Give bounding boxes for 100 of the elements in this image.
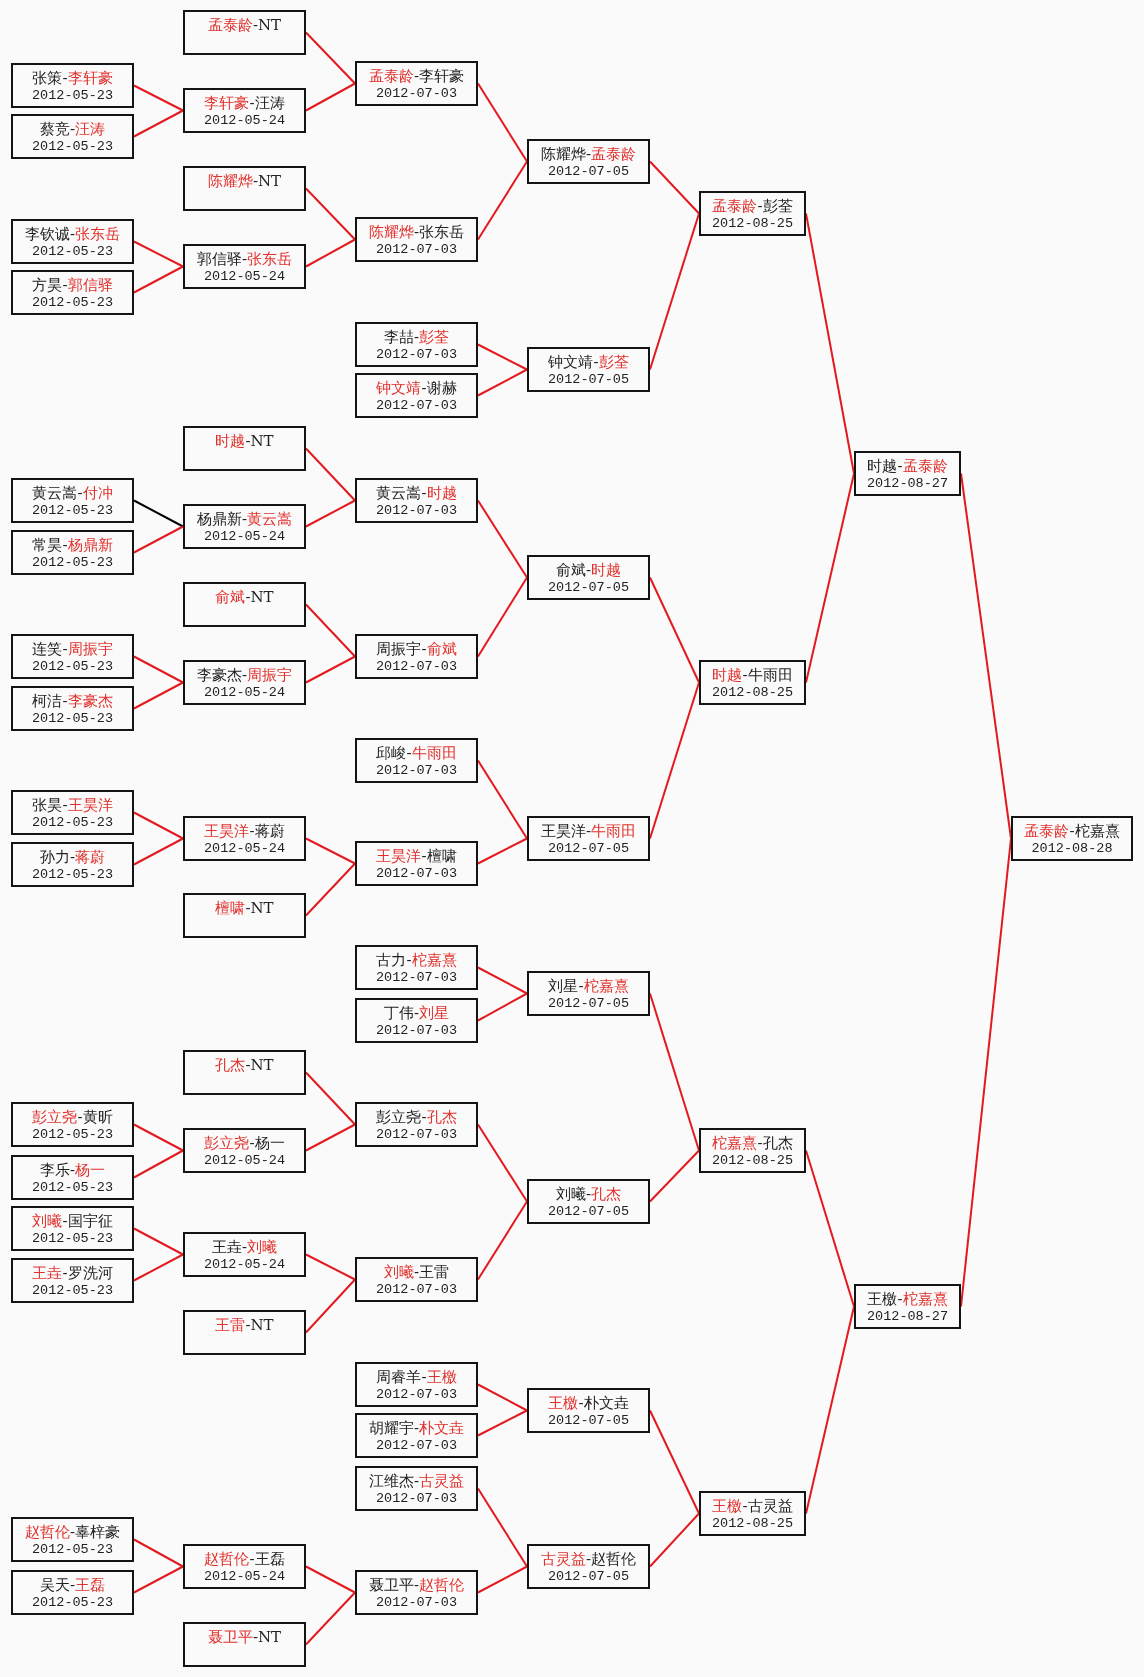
match-box xyxy=(527,347,650,392)
bracket-line xyxy=(133,240,184,268)
match-box xyxy=(11,790,134,835)
bracket-line xyxy=(477,368,528,397)
match-date: 2012-05-23 xyxy=(32,294,113,311)
match-box xyxy=(183,1310,306,1355)
match-date: 2012-05-23 xyxy=(32,866,113,883)
match-date: 2012-07-03 xyxy=(376,397,457,414)
bracket-line xyxy=(477,576,528,658)
bracket-line xyxy=(477,1123,528,1203)
bracket-line xyxy=(477,1383,528,1412)
match-box xyxy=(527,1179,650,1224)
player-names: 王雷-NT xyxy=(215,1316,274,1334)
match-box xyxy=(355,1466,478,1511)
match-date: 2012-07-03 xyxy=(376,1594,457,1611)
bracket-line xyxy=(133,681,184,710)
match-date: 2012-07-03 xyxy=(376,658,457,675)
match-box xyxy=(854,451,961,496)
match-date: 2012-07-05 xyxy=(548,1568,629,1585)
match-box xyxy=(11,686,134,731)
match-date: 2012-05-23 xyxy=(32,814,113,831)
match-box xyxy=(355,841,478,886)
match-date: 2012-05-23 xyxy=(32,1594,113,1611)
match-date: 2012-05-24 xyxy=(204,684,285,701)
bracket-line xyxy=(133,1227,184,1256)
bracket-line xyxy=(477,160,528,241)
match-date: 2012-05-24 xyxy=(204,528,285,545)
match-date: 2012-07-03 xyxy=(376,346,457,363)
player-names: 孟泰龄-彭荃 xyxy=(712,197,793,215)
bracket-line xyxy=(649,1409,700,1515)
match-box xyxy=(183,1544,306,1589)
player-names: 彭立尧-杨一 xyxy=(204,1134,285,1152)
bracket-line xyxy=(305,1253,356,1281)
player-names: 王昊洋-蒋蔚 xyxy=(204,822,285,840)
match-date: 2012-05-23 xyxy=(32,1126,113,1143)
player-names: 黄云嵩-付冲 xyxy=(32,484,113,502)
player-names: 孔杰-NT xyxy=(215,1056,274,1074)
player-names: 蔡竞-汪涛 xyxy=(39,120,106,138)
bracket-line xyxy=(477,343,528,371)
match-box xyxy=(854,1284,961,1329)
player-names: 王昊洋-檀啸 xyxy=(376,847,457,865)
bracket-line xyxy=(305,1565,356,1594)
player-names: 俞斌-时越 xyxy=(555,561,622,579)
player-names: 丁伟-刘星 xyxy=(383,1004,450,1022)
bracket-line xyxy=(649,1512,700,1568)
player-names: 聂卫平-NT xyxy=(207,1628,282,1646)
bracket-line xyxy=(305,447,356,502)
match-date: 2012-05-23 xyxy=(32,658,113,675)
bracket-line xyxy=(477,1200,528,1281)
match-box xyxy=(11,842,134,887)
bracket-line xyxy=(305,1591,356,1646)
player-names: 周睿羊-王檄 xyxy=(376,1368,457,1386)
match-date: 2012-05-23 xyxy=(32,502,113,519)
player-names: 胡耀宇-朴文垚 xyxy=(368,1419,465,1437)
bracket-line xyxy=(133,811,184,840)
match-date: 2012-07-03 xyxy=(376,762,457,779)
match-date: 2012-05-24 xyxy=(204,1568,285,1585)
match-box xyxy=(11,63,134,108)
player-names: 聂卫平-赵哲伦 xyxy=(368,1576,465,1594)
player-names: 陈耀烨-孟泰龄 xyxy=(540,145,637,163)
match-box xyxy=(183,88,306,133)
match-date: 2012-07-03 xyxy=(376,1386,457,1403)
match-date: 2012-07-05 xyxy=(548,371,629,388)
player-names: 王檄-古灵益 xyxy=(712,1497,793,1515)
bracket-line xyxy=(305,1071,356,1126)
match-date: 2012-07-03 xyxy=(376,502,457,519)
player-names: 方昊-郭信驿 xyxy=(32,276,113,294)
player-names: 刘曦-王雷 xyxy=(383,1263,450,1281)
match-box xyxy=(183,426,306,471)
bracket-line xyxy=(133,109,184,138)
match-date: 2012-07-05 xyxy=(548,163,629,180)
match-box xyxy=(355,634,478,679)
match-box xyxy=(183,504,306,549)
match-box xyxy=(355,998,478,1043)
match-date: 2012-07-03 xyxy=(376,969,457,986)
match-date: 2012-05-23 xyxy=(32,554,113,571)
player-names: 张策-李轩豪 xyxy=(32,69,113,87)
match-box xyxy=(527,1388,650,1433)
bracket-line xyxy=(477,1409,528,1437)
match-date: 2012-08-25 xyxy=(712,1515,793,1532)
player-names: 李乐-杨一 xyxy=(39,1161,106,1179)
player-names: 钟文靖-谢赫 xyxy=(376,379,457,397)
match-date: 2012-08-25 xyxy=(712,684,793,701)
bracket-line xyxy=(649,576,700,684)
bracket-line xyxy=(133,1538,184,1568)
match-box xyxy=(527,1544,650,1589)
match-box xyxy=(183,10,306,55)
bracket-line xyxy=(305,862,356,917)
player-names: 彭立尧-孔杰 xyxy=(376,1108,457,1126)
bracket-line xyxy=(133,1149,184,1179)
bracket-line xyxy=(133,1123,184,1152)
player-names: 李轩豪-汪涛 xyxy=(204,94,285,112)
match-box xyxy=(527,139,650,184)
match-box xyxy=(183,893,306,938)
player-names: 孟泰龄-李轩豪 xyxy=(368,67,465,85)
bracket-line xyxy=(133,84,184,112)
player-names: 王檄-朴文垚 xyxy=(548,1394,629,1412)
match-box xyxy=(183,816,306,861)
match-date: 2012-08-25 xyxy=(712,1152,793,1169)
match-date: 2012-08-27 xyxy=(867,1308,948,1325)
